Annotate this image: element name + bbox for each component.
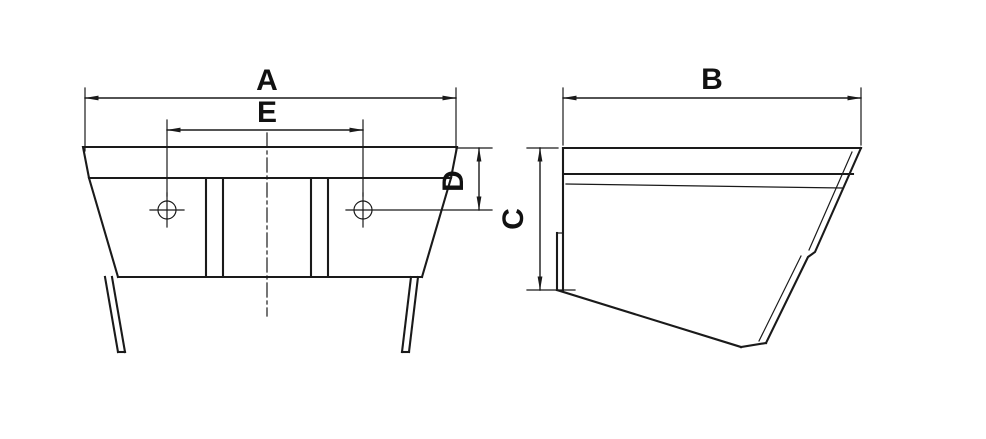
dimension-d-label: D (437, 170, 470, 192)
front-side-left (87, 176, 120, 279)
dimension-a-label: A (256, 64, 278, 97)
front-side-right (420, 176, 453, 279)
bucket-front-body (81, 132, 493, 354)
side-inner-rim-line (565, 183, 843, 189)
front-leg-left (103, 275, 127, 354)
side-bottom-slant (555, 288, 743, 349)
side-bottom-nub (739, 341, 768, 349)
side-right-inner-lower (758, 255, 802, 342)
dimension-e-label: E (257, 96, 277, 129)
leg-left-inner (110, 275, 127, 354)
dimension-d: D (437, 147, 493, 211)
side-right-inner-upper (808, 151, 853, 251)
mounting-hole-right (345, 192, 493, 228)
dimension-c-label-group: C (497, 208, 530, 230)
mounting-hole-left (149, 192, 185, 228)
front-rim (81, 145, 459, 180)
side-view: B C (497, 63, 863, 349)
front-view: A E (81, 64, 493, 354)
side-right-edge (764, 146, 863, 345)
leg-left-outer (103, 275, 120, 354)
bucket-side-body (555, 146, 863, 349)
dimension-c-label: C (497, 208, 530, 230)
leg-right-inner (400, 275, 413, 354)
dimension-e: E (166, 96, 364, 197)
dimension-c: C (497, 147, 576, 291)
dimension-a: A (84, 64, 457, 152)
dimension-b: B (562, 63, 862, 146)
dimension-b-label: B (701, 63, 723, 96)
front-leg-right (400, 275, 420, 354)
dimension-d-label-group: D (437, 170, 470, 192)
leg-right-outer (407, 275, 420, 354)
